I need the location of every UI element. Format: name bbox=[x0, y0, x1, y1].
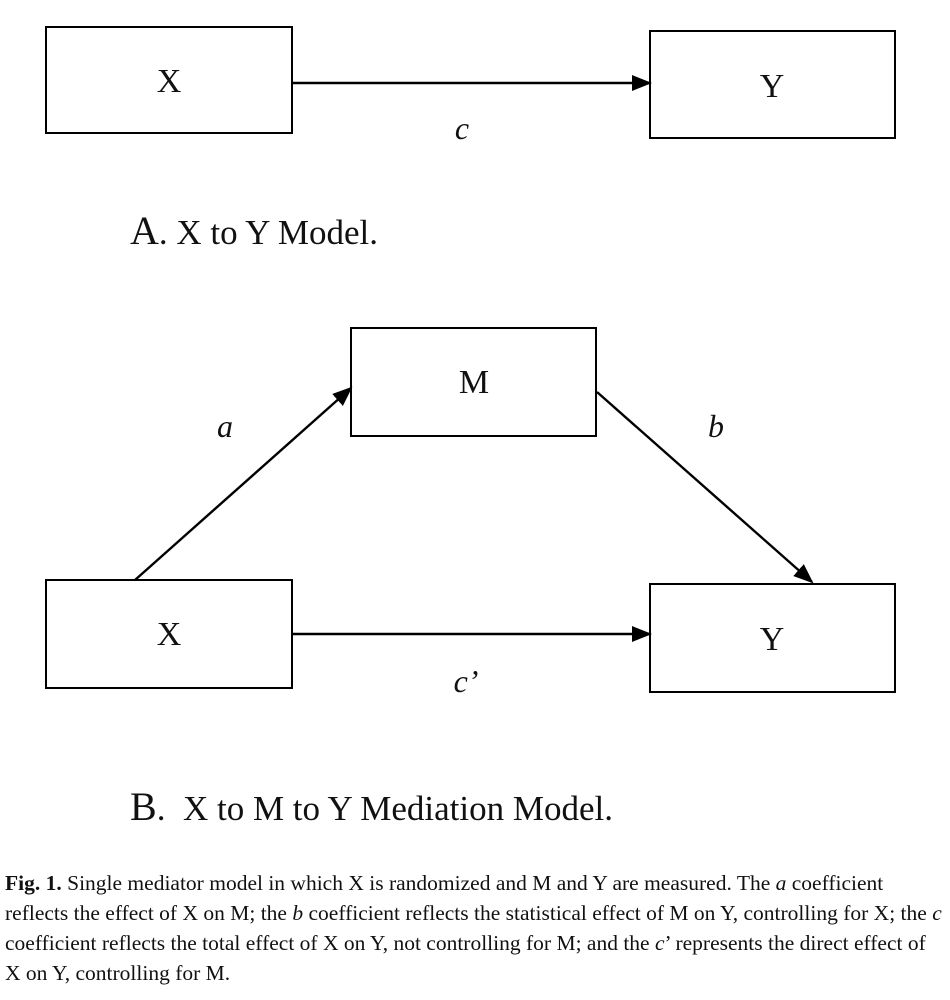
panel-a-node-y: Y bbox=[649, 30, 896, 139]
panel-a-caption-letter: A bbox=[130, 208, 159, 253]
figure-caption-var-a: a bbox=[775, 871, 787, 895]
panel-b-arrow-x-to-m bbox=[134, 386, 353, 581]
figure-caption-var-b: b bbox=[292, 901, 304, 925]
figure-caption-var-c: c bbox=[932, 901, 942, 925]
panel-b: M X Y a b c’ B. X to M to Y Mediation Mo… bbox=[45, 327, 896, 829]
panel-a: X Y c A. X to Y Model. bbox=[45, 26, 896, 253]
figure-caption-text-4: coefficient reflects the total effect of… bbox=[5, 931, 655, 955]
panel-a-caption: A. X to Y Model. bbox=[130, 208, 378, 253]
panel-b-edge-label-c-prime: c’ bbox=[454, 663, 479, 699]
panel-b-node-m: M bbox=[350, 327, 597, 437]
panel-a-caption-text: . X to Y Model. bbox=[159, 213, 378, 252]
figure-caption-var-c-prime: c bbox=[654, 931, 665, 955]
panel-b-caption-letter: B bbox=[130, 784, 157, 829]
figure-caption-text-3: coefficient reflects the statistical eff… bbox=[303, 901, 933, 925]
panel-a-node-y-label: Y bbox=[760, 68, 785, 105]
panel-b-node-y: Y bbox=[649, 583, 896, 693]
panel-b-node-y-label: Y bbox=[760, 621, 785, 658]
panel-b-caption-text: . X to M to Y Mediation Model. bbox=[157, 789, 613, 828]
mediation-diagram: X Y c A. X to Y Model. M X Y a b c’ B. X… bbox=[45, 26, 896, 829]
figure-caption-text-5: ’ represents the direct effect of X on Y… bbox=[5, 931, 926, 985]
panel-b-node-m-label: M bbox=[459, 364, 489, 401]
panel-b-caption: B. X to M to Y Mediation Model. bbox=[130, 784, 613, 829]
panel-b-edge-label-a: a bbox=[217, 408, 233, 444]
figure-caption-text-1: Single mediator model in which X is rand… bbox=[61, 871, 776, 895]
panel-b-node-x-label: X bbox=[157, 616, 182, 653]
panel-b-edge-label-b: b bbox=[708, 408, 724, 444]
panel-b-arrow-m-to-y bbox=[596, 391, 814, 584]
panel-a-node-x: X bbox=[45, 26, 293, 134]
figure-caption-text-2: coefficient reflects the effect of X on … bbox=[5, 871, 884, 925]
panel-b-node-x: X bbox=[45, 579, 293, 689]
figure-caption-label: Fig. 1. bbox=[5, 871, 62, 895]
panel-a-node-x-label: X bbox=[157, 63, 182, 100]
panel-a-edge-label-c: c bbox=[455, 110, 469, 146]
figure-caption: Fig. 1. Single mediator model in which X… bbox=[5, 868, 945, 988]
